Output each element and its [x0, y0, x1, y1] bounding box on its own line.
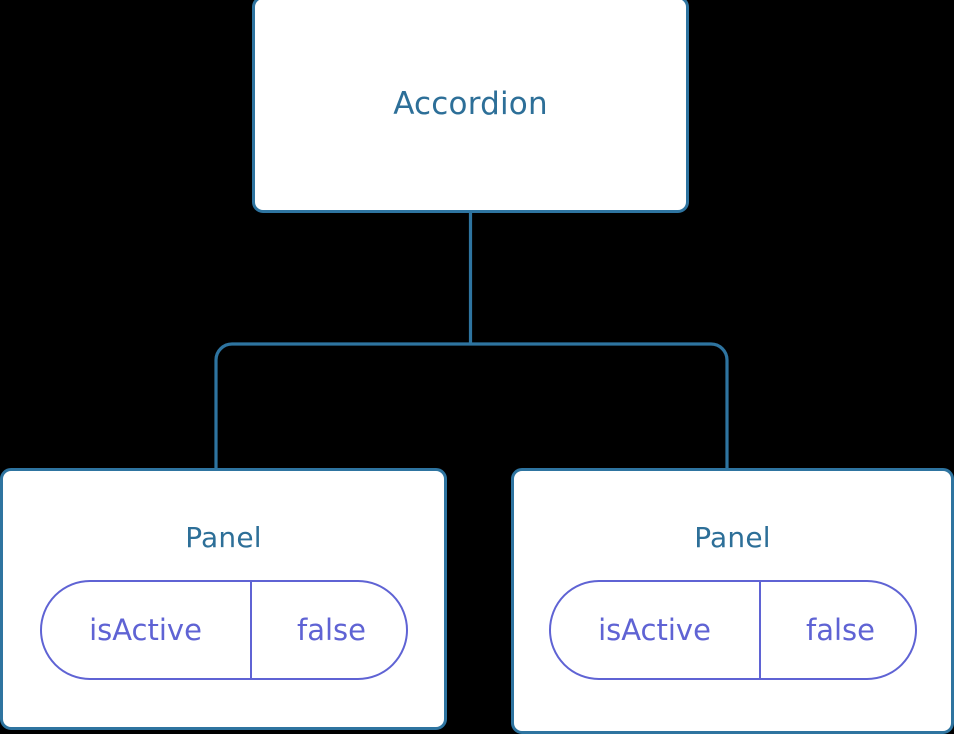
node-panel-2[interactable]: Panel isActive false — [511, 468, 954, 734]
node-panel-1-label: Panel — [185, 521, 262, 554]
state-value-isactive-2: false — [806, 612, 875, 647]
edge-bus-to-panel-left — [214, 342, 471, 470]
state-pill-panel-1[interactable]: isActive false — [39, 580, 408, 680]
state-key-isactive-1: isActive — [42, 582, 252, 678]
state-key-isactive-2: isActive — [551, 582, 761, 678]
node-panel-2-label: Panel — [694, 521, 771, 554]
edge-bus-to-panel-right — [470, 342, 729, 470]
node-panel-1[interactable]: Panel isActive false — [0, 468, 447, 730]
node-accordion-label: Accordion — [393, 86, 548, 122]
node-accordion[interactable]: Accordion — [252, 0, 689, 213]
state-value-isactive-1: false — [297, 612, 366, 647]
state-pill-panel-2[interactable]: isActive false — [548, 580, 917, 680]
